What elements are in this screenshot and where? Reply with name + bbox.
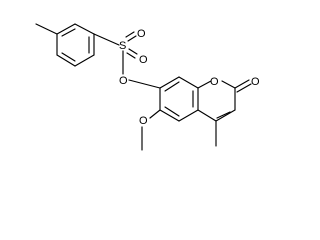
ring-oxygen-label: O: [210, 76, 219, 88]
carbonyl-double-bond: [234, 79, 250, 89]
sulfonyl-oxygen-lower-label: O: [139, 54, 148, 66]
methoxy-oxygen-label: O: [139, 115, 148, 127]
sulfonyl-double-bond-upper: [127, 35, 137, 42]
benzo-ring: [159, 76, 199, 122]
tosylate-oxygen-label: O: [119, 75, 128, 87]
tolyl-ring: [56, 23, 95, 67]
aryl-sulfur-bond: [93, 33, 120, 46]
carbonyl-double-bond-2: [236, 83, 252, 93]
sulfur-label: S: [119, 40, 126, 52]
sulfonyl-double-bond-upper-2: [125, 31, 135, 38]
carbonyl-oxygen-label: O: [251, 76, 260, 88]
sulfonyl-oxygen-upper-label: O: [137, 28, 146, 40]
chemical-structure: S O O O O O O: [35, 23, 260, 151]
pyranone-ring: [197, 80, 236, 122]
ester-oxygen-aryl-bond: [128, 79, 161, 89]
sulfonyl-double-bond-lower: [128, 48, 138, 55]
tolyl-methyl-bond: [35, 23, 58, 35]
sulfonyl-double-bond-lower-2: [126, 52, 136, 59]
aryl-methoxy-bond: [149, 109, 161, 119]
